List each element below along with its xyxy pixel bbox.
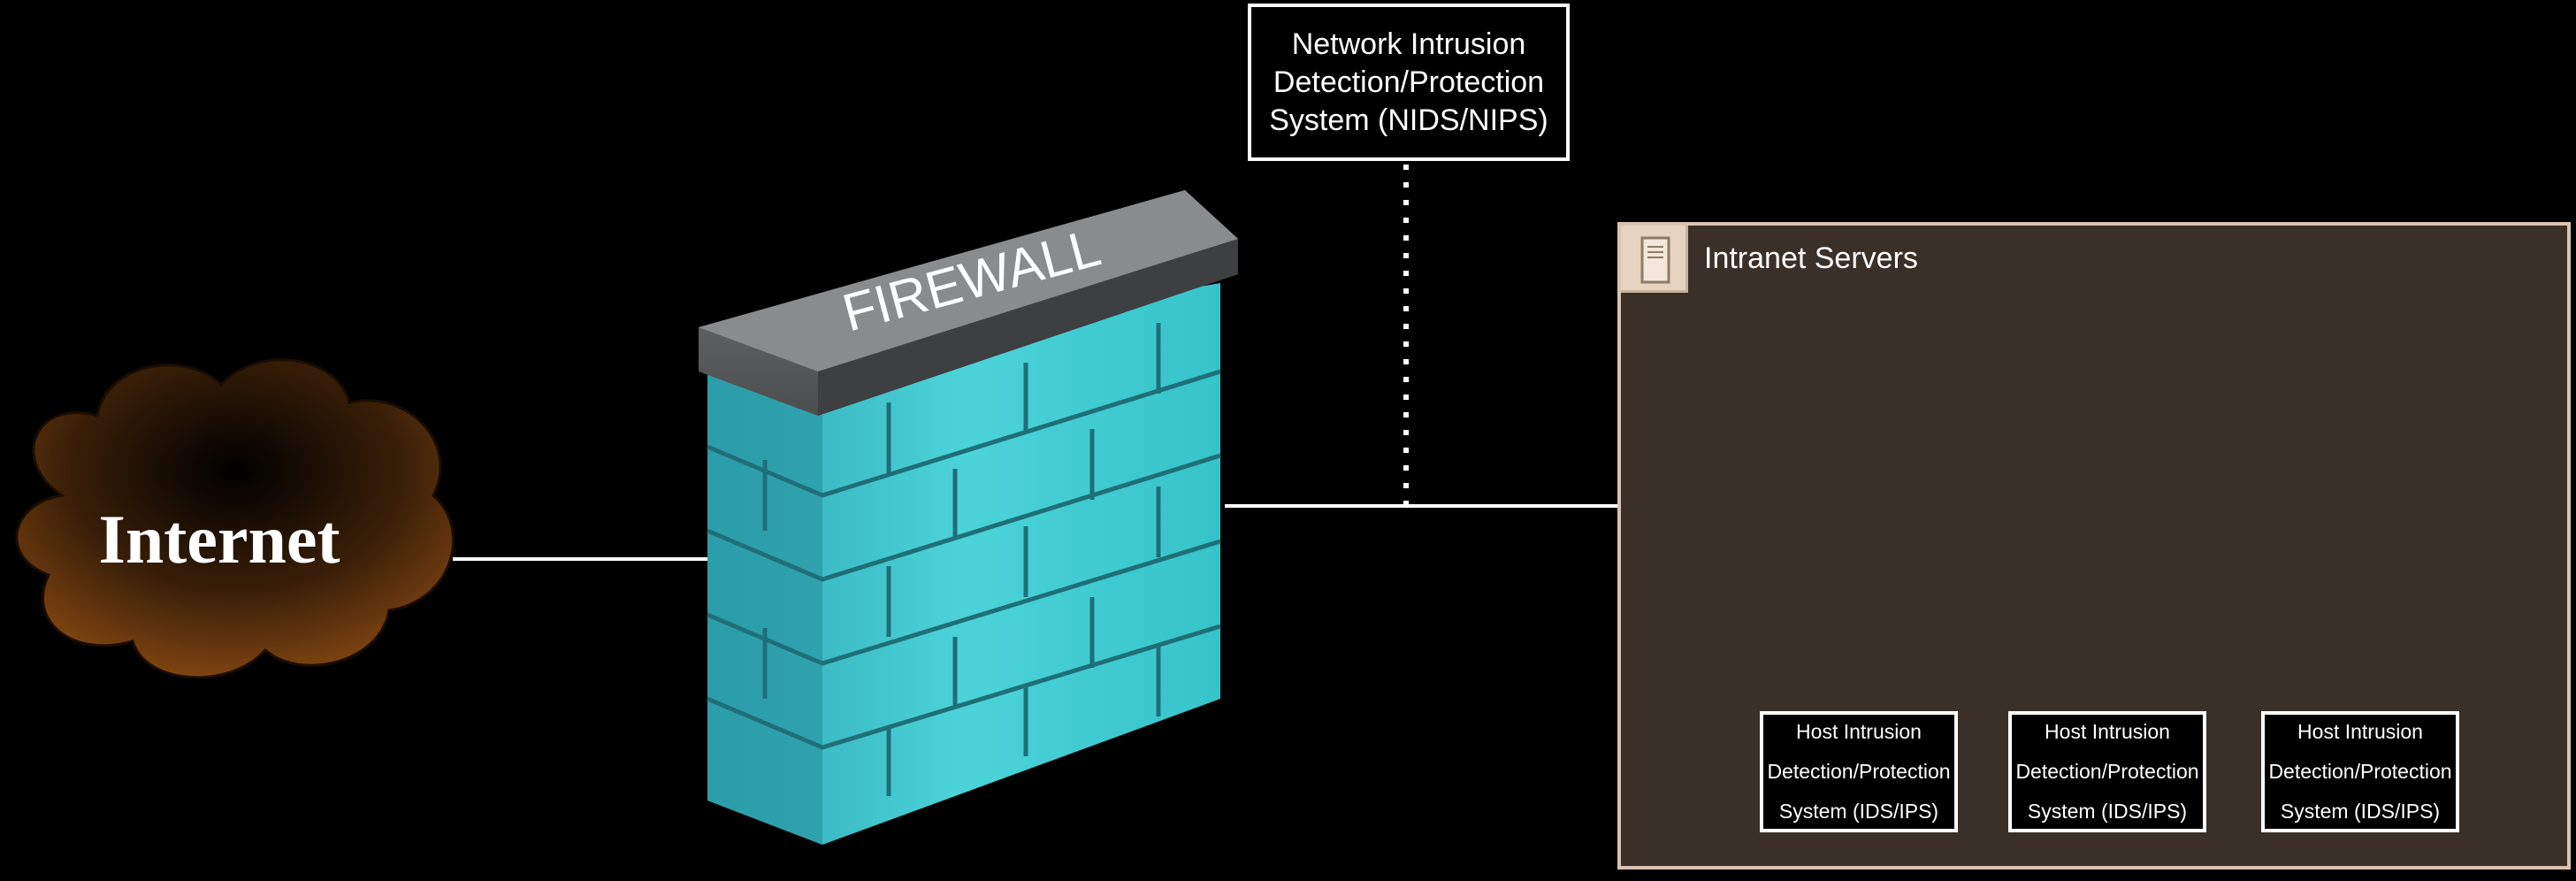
hids-box-3: Host Intrusion Detection/Protection Syst… xyxy=(2261,711,2459,832)
hids-2-line-3: System (IDS/IPS) xyxy=(2027,800,2188,823)
nids-line-3: System (NIDS/NIPS) xyxy=(1269,103,1548,137)
internet-label: Internet xyxy=(98,501,340,578)
hids-box-1: Host Intrusion Detection/Protection Syst… xyxy=(1760,711,1958,832)
intranet-title: Intranet Servers xyxy=(1704,241,1918,275)
hids-1-line-1: Host Intrusion xyxy=(1796,720,1922,743)
hids-2-line-1: Host Intrusion xyxy=(2045,720,2170,743)
hids-2-line-2: Detection/Protection xyxy=(2015,760,2199,783)
firewall-icon: FIREWALL xyxy=(699,190,1238,845)
hids-3-line-1: Host Intrusion xyxy=(2297,720,2423,743)
nids-box: Network Intrusion Detection/Protection S… xyxy=(1248,4,1570,161)
internet-cloud-icon xyxy=(15,358,455,679)
nids-label: Network Intrusion Detection/Protection S… xyxy=(1269,26,1548,140)
hids-3-line-3: System (IDS/IPS) xyxy=(2280,800,2441,823)
hids-1-line-3: System (IDS/IPS) xyxy=(1778,800,1939,823)
server-group-icon xyxy=(1621,226,1688,293)
nids-line-1: Network Intrusion xyxy=(1291,27,1526,61)
hids-box-2: Host Intrusion Detection/Protection Syst… xyxy=(2008,711,2206,832)
nids-line-2: Detection/Protection xyxy=(1273,65,1545,99)
hids-1-line-2: Detection/Protection xyxy=(1767,760,1951,783)
hids-3-line-2: Detection/Protection xyxy=(2268,760,2452,783)
